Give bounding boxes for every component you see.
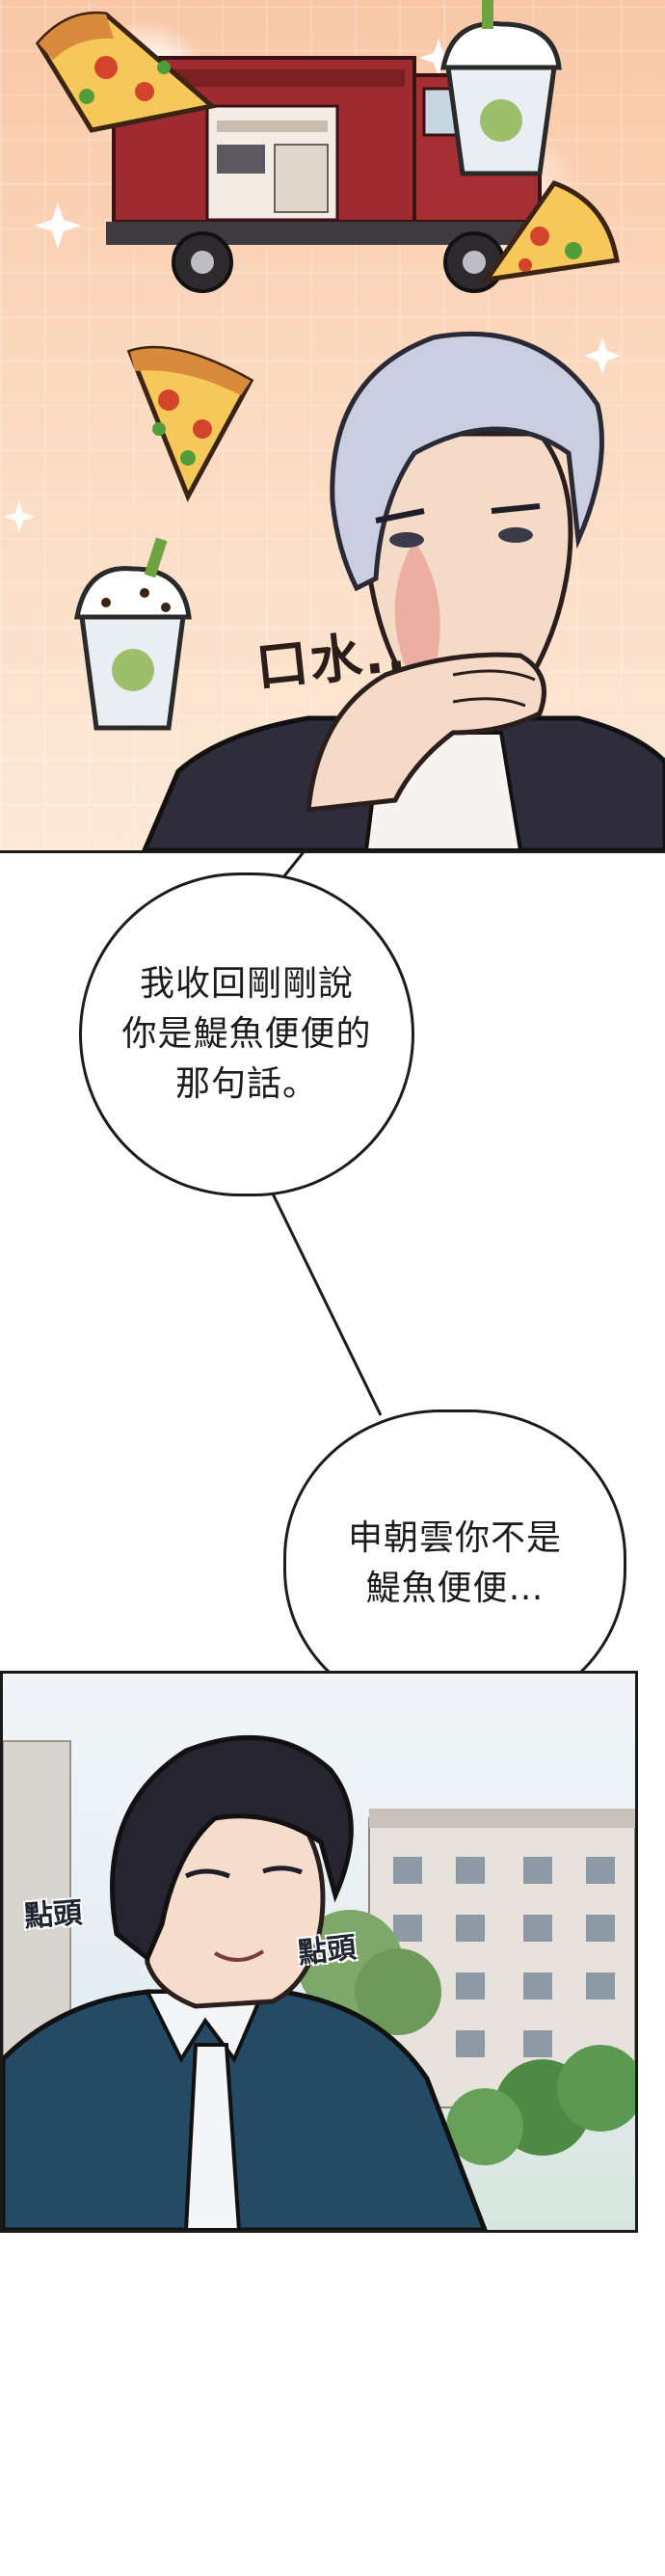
comic-panel-1: 口水.. [0,0,665,853]
nod-sound-effect-left: 點頭 [23,1895,84,1935]
iced-drink-icon [74,537,192,731]
speech-bubble-2-text: 申朝雲你不是 鯷魚便便… [347,1517,562,1608]
nod-sound-effect-right: 點頭 [296,1930,359,1972]
speech-bubble-1-text: 我收回剛剛說 你是鯷魚便便的 那句話。 [121,963,372,1105]
iced-drink-icon [439,0,562,176]
panel-1-artwork [4,0,665,850]
pizza-slice-icon [481,179,620,283]
speech-bubble-2: 申朝雲你不是 鯷魚便便… [283,1409,626,1718]
pizza-slice-icon [126,345,254,502]
silver-haired-man-illustration [142,331,665,850]
pizza-slice-icon [35,11,218,133]
dark-haired-man-illustration [3,1734,488,2230]
speech-bubble-1: 我收回剛剛說 你是鯷魚便便的 那句話。 [79,872,414,1196]
comic-panel-2: 點頭 點頭 [0,1671,638,2233]
tree-illustration [297,1910,635,2165]
sparkle-icon [4,39,621,532]
drool-sound-effect: 口水.. [253,621,411,699]
panel-2-artwork [3,1734,635,2230]
